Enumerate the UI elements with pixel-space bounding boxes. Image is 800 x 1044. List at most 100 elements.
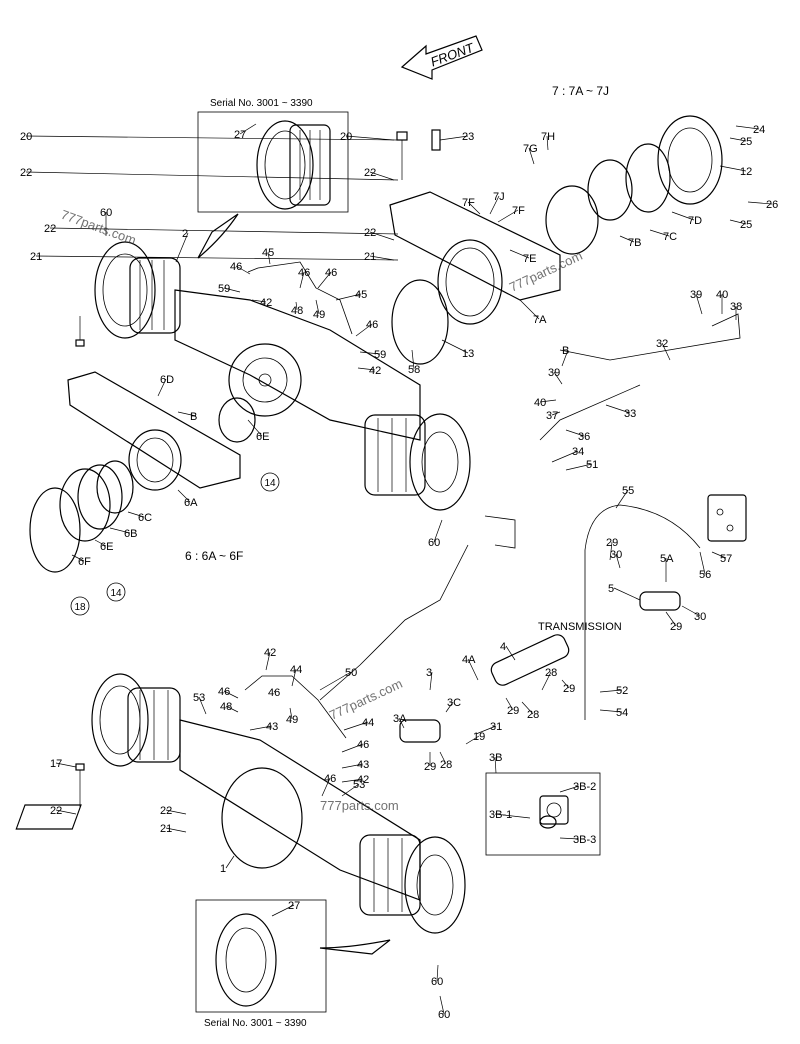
circled-ref-label: 14	[264, 478, 276, 489]
callout-leader	[127, 511, 145, 518]
mount-bracket-rear	[389, 115, 723, 365]
callout-label: 53	[353, 779, 365, 791]
callout-leader	[509, 249, 530, 259]
callout-leader	[436, 964, 439, 982]
callout-leader	[335, 293, 362, 301]
callout-label: 7D	[688, 215, 702, 227]
callout-leader	[55, 809, 77, 815]
callout-leader	[615, 489, 629, 509]
serial-bottom-label: Serial No. 3001 ~ 3390	[204, 1018, 307, 1029]
callout-label: 45	[262, 247, 274, 259]
callout-leader	[198, 696, 207, 715]
callout-label: 22	[50, 805, 62, 817]
callout-leader	[649, 229, 670, 237]
callout-label: 20	[340, 131, 352, 143]
watermark-text: 777parts.com	[507, 248, 585, 295]
callout-label: 7H	[541, 131, 555, 143]
callout-label: 6E	[100, 541, 113, 553]
callout-label: 53	[193, 692, 205, 704]
callout-leader	[165, 809, 187, 815]
callout-leader	[439, 135, 469, 141]
callout-leader	[369, 231, 395, 241]
callout-leader	[599, 709, 623, 713]
callout-label: 43	[266, 721, 278, 733]
callout-label: 46	[298, 267, 310, 279]
callout-leader	[357, 367, 376, 371]
callout-leader	[177, 411, 197, 417]
callout-leader	[439, 995, 445, 1015]
callout-leader	[411, 349, 415, 370]
callout-label: 46	[230, 261, 242, 273]
callout-leader	[165, 827, 187, 833]
callout-label: 60	[431, 976, 443, 988]
callout-leader	[341, 783, 360, 797]
watermark-text: 777parts.com	[320, 798, 399, 813]
group-6-note: 6 : 6A ~ 6F	[185, 549, 243, 563]
callout-label: 50	[345, 667, 357, 679]
callout-label: 44	[290, 664, 302, 676]
callout-leader	[719, 165, 747, 172]
callout-label: 48	[220, 701, 232, 713]
callout-leader	[235, 265, 251, 275]
serial-inset-top: Serial No. 3001 ~ 3390	[197, 98, 349, 259]
callout-label: B	[562, 345, 569, 357]
circled-ref-ring	[260, 472, 280, 492]
callout-leader	[494, 756, 497, 774]
callout-label: 42	[260, 297, 272, 309]
callout-label: 39	[548, 367, 560, 379]
callout-label: 45	[355, 289, 367, 301]
callout-labels: 27602202222216DB6E6A6C6B6E6F465942454648…	[20, 124, 778, 1021]
callout-label: 27	[234, 129, 246, 141]
callout-leader	[251, 299, 267, 303]
callout-label: 6C	[138, 512, 152, 524]
callout-label: 7B	[628, 237, 641, 249]
callout-label: 22	[364, 227, 376, 239]
callout-label: 22	[44, 223, 56, 235]
callout-leader	[157, 378, 167, 397]
callout-label: 24	[753, 124, 765, 136]
callout-label: 57	[720, 553, 732, 565]
serial-inset-bottom: Serial No. 3001 ~ 3390	[195, 899, 391, 1029]
mount-bracket-front	[29, 316, 256, 573]
group-7-note: 7 : 7A ~ 7J	[552, 84, 609, 98]
circled-ref-label: 18	[74, 602, 86, 613]
callout-leader	[249, 725, 273, 731]
callout-leader	[605, 404, 631, 414]
callout-label: 6B	[124, 528, 137, 540]
callout-label: 36	[578, 431, 590, 443]
callout-label: 7C	[663, 231, 677, 243]
callout-leader	[747, 201, 773, 205]
callout-leader	[445, 701, 454, 713]
callout-leader	[265, 651, 271, 671]
callout-leader	[551, 450, 579, 463]
callout-leader	[175, 232, 189, 263]
callout-label: 30	[694, 611, 706, 623]
callout-label: 58	[408, 364, 420, 376]
callout-leader	[109, 527, 131, 534]
callout-label: 42	[369, 365, 381, 377]
callout-leader	[94, 539, 107, 547]
callout-leader	[343, 721, 369, 731]
callout-leader	[441, 339, 469, 354]
watermark-text: 777parts.com	[59, 207, 138, 248]
callout-label: 33	[624, 408, 636, 420]
callout-leader	[359, 351, 381, 355]
callout-leader	[289, 707, 293, 720]
front-arrow: FRONT	[400, 35, 483, 80]
callout-label: 29	[507, 705, 519, 717]
callout-leader	[599, 689, 623, 693]
callout-label: 40	[534, 397, 546, 409]
callout-leader	[505, 697, 514, 711]
callout-leader	[729, 137, 747, 142]
callout-label: 3A	[393, 713, 407, 725]
callout-leader	[565, 429, 585, 437]
callout-leader	[369, 171, 395, 181]
callout-leader	[49, 227, 399, 235]
callout-leaders	[25, 123, 773, 1015]
callout-label: 6E	[256, 431, 269, 443]
callout-leader	[341, 743, 364, 753]
callout-leader	[528, 147, 535, 165]
callout-label: 42	[264, 647, 276, 659]
callout-label: 28	[527, 709, 539, 721]
